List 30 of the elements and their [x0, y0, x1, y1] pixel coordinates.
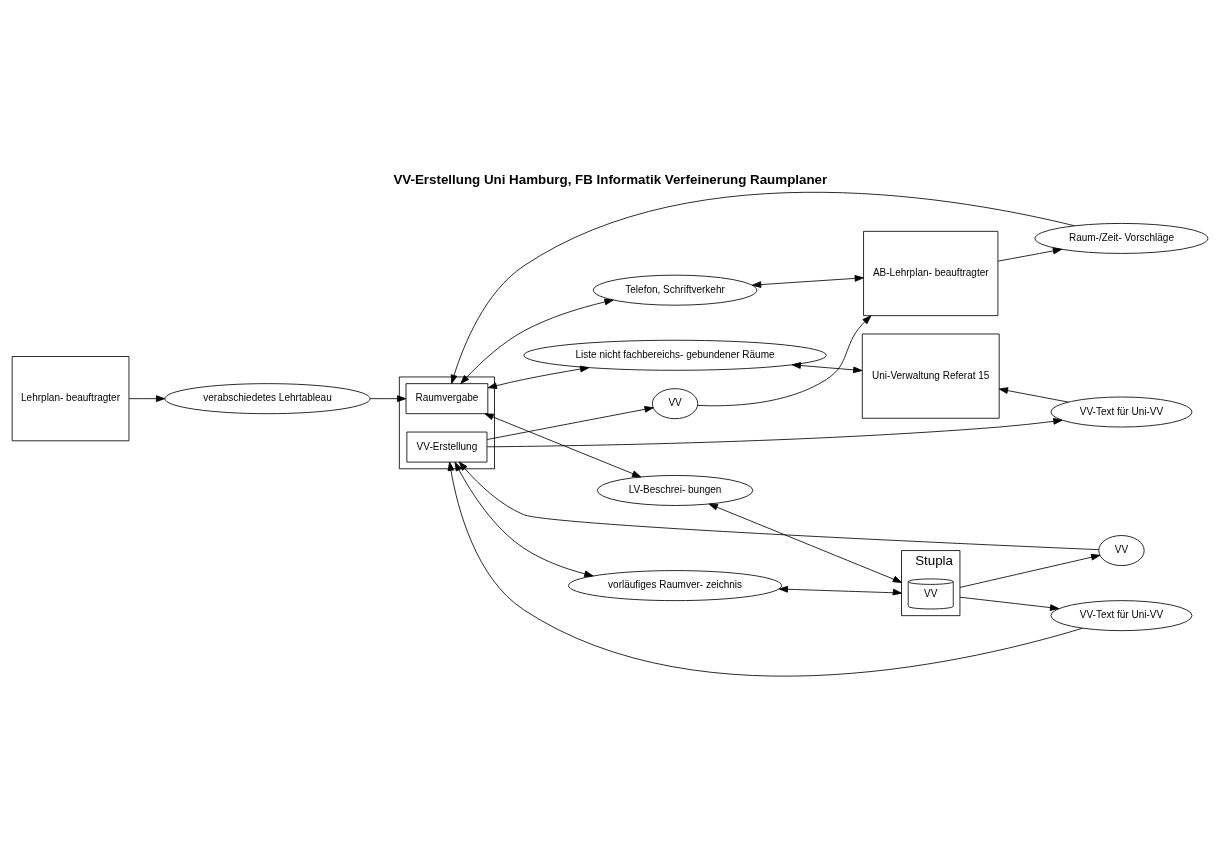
diagram-title: VV-Erstellung Uni Hamburg, FB Informatik Verfeinerung Raumplaner — [393, 171, 828, 187]
arrow — [778, 585, 902, 596]
arrow — [959, 596, 1060, 611]
arrow — [450, 191, 1075, 384]
node-box: VV-Erstellung — [406, 431, 488, 463]
node-box: Lehrplan- beauftragter — [11, 356, 130, 442]
node-ellipse: verabschiedetes Lehrtableau — [164, 383, 371, 415]
node-box: AB-Lehrplan- beauftragter — [863, 230, 999, 317]
node-box: Uni-Verwaltung Referat 15 — [861, 333, 1000, 419]
arrow — [959, 553, 1101, 588]
arrow — [998, 387, 1069, 403]
arrow — [447, 461, 1083, 677]
arrow — [369, 395, 407, 402]
arrow — [458, 461, 1100, 551]
arrow — [484, 413, 642, 478]
arrow — [697, 315, 872, 407]
arrow — [791, 362, 863, 374]
node-ellipse: VV — [651, 388, 699, 420]
arrow — [486, 405, 654, 440]
arrow — [460, 298, 614, 384]
arrow — [997, 247, 1063, 262]
node-ellipse: LV-Beschrei- bungen — [596, 475, 754, 506]
arrow — [128, 395, 166, 402]
arrow — [486, 418, 1063, 448]
node-box: Raumvergabe — [405, 383, 489, 415]
arrow — [454, 461, 594, 578]
arrow — [752, 275, 864, 288]
arrow — [708, 503, 902, 583]
node-ellipse: VV — [1098, 535, 1145, 566]
arrow — [487, 365, 590, 389]
